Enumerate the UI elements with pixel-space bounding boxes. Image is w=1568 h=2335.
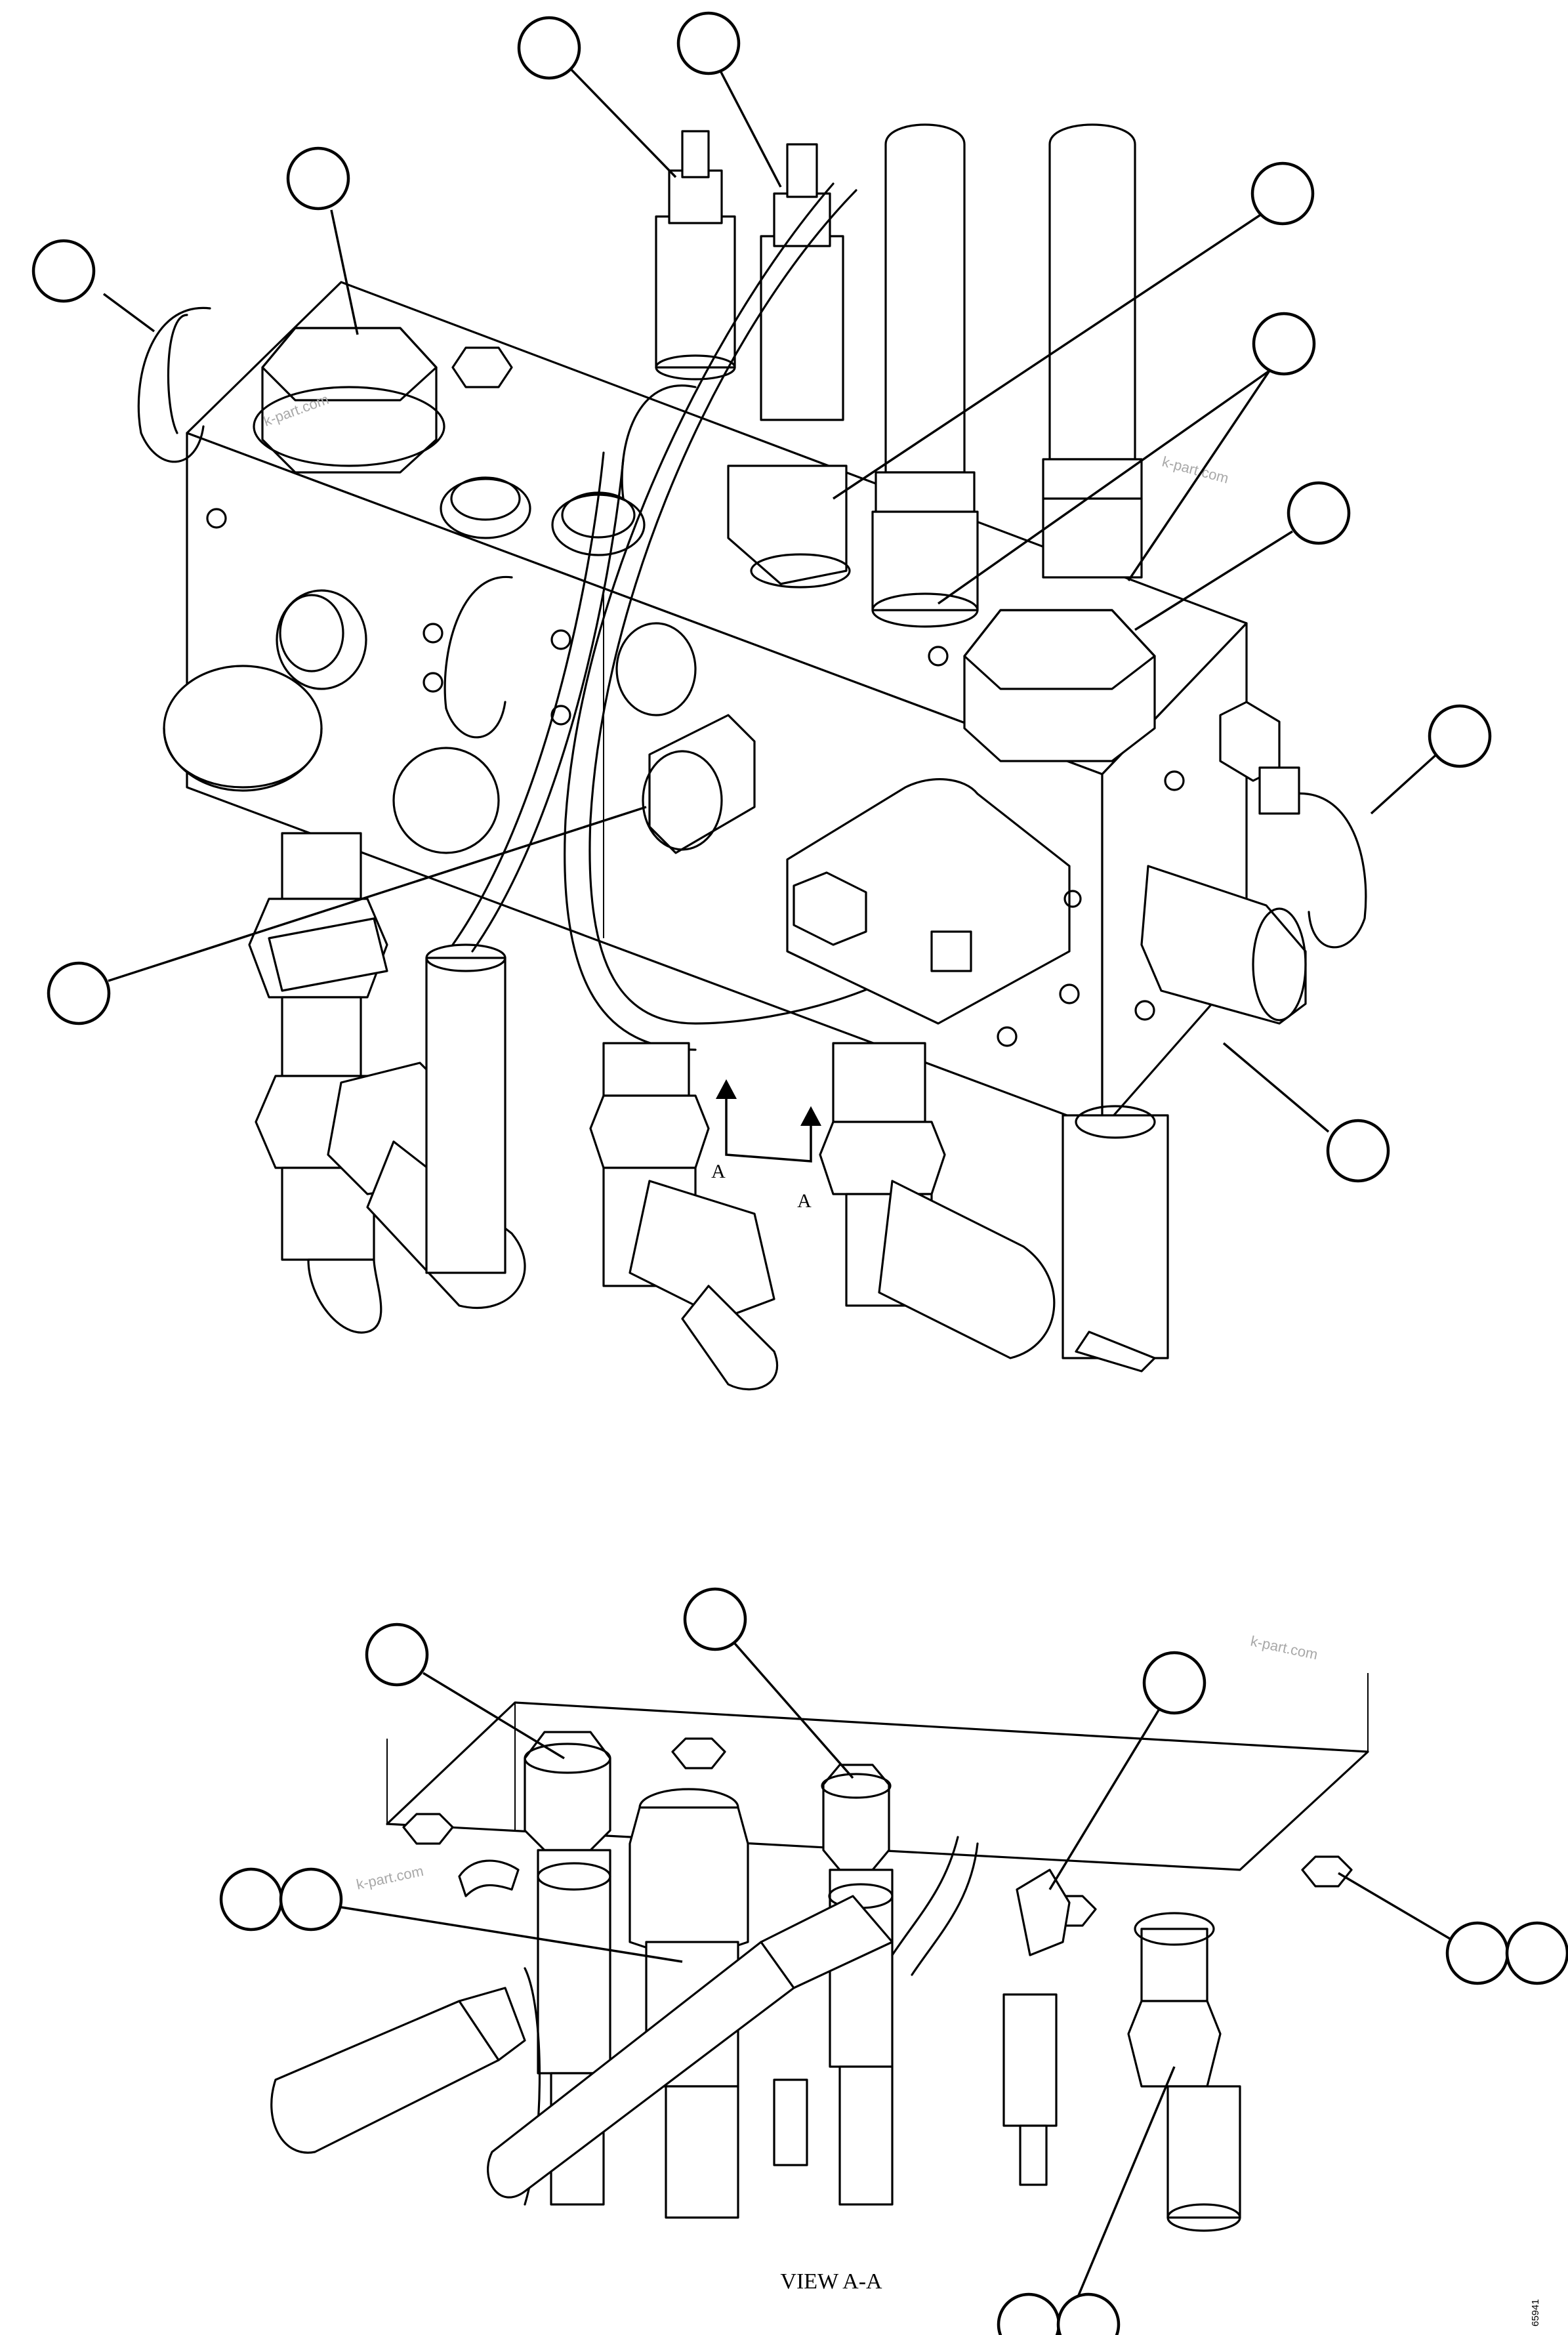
section-small-nut-2 — [671, 1737, 726, 1769]
hex-cap-left — [253, 327, 445, 474]
section-label-left: A — [711, 1161, 726, 1182]
section-tube-3 — [1002, 1869, 1071, 2186]
section-small-nut-1 — [402, 1813, 454, 1845]
callout-balloon — [47, 961, 111, 1025]
wire-harness — [588, 189, 953, 1025]
callout-balloon — [676, 11, 741, 75]
watermark-section-right: k-part.com — [1249, 1632, 1319, 1663]
loop-hanger-top — [621, 384, 697, 500]
callout-balloon — [997, 2292, 1061, 2335]
solenoid-cartridge-2 — [727, 143, 851, 589]
section-arrows — [716, 1079, 821, 1163]
lower-fitting-right — [819, 1042, 1056, 1359]
section-diagonal-hose-left — [270, 1967, 541, 2206]
loop-hanger-right — [1291, 792, 1367, 949]
lower-fitting-hose-a — [425, 943, 506, 1274]
round-cap-front — [163, 665, 323, 792]
section-small-elbow — [458, 1859, 520, 1897]
callout-balloon — [1445, 1921, 1510, 1985]
section-tube-2 — [828, 1869, 894, 2206]
callout-balloon — [1428, 704, 1492, 768]
section-label-right: A — [797, 1190, 812, 1212]
callout-balloon — [365, 1622, 429, 1687]
mounting-holes — [206, 508, 1185, 1047]
callout-balloon — [219, 1867, 283, 1932]
callout-balloon — [286, 146, 350, 211]
view-caption: VIEW A-A — [780, 2269, 882, 2294]
right-side-plug — [1140, 865, 1307, 1025]
lower-fitting-middle — [589, 1042, 779, 1391]
section-hex-fitting-1 — [524, 1731, 611, 1851]
loop-hanger-middle — [444, 575, 513, 739]
valve-assembly-main-view: A A k-part.com k-part.com — [137, 123, 1367, 1391]
hose-fitting-top-2 — [1042, 123, 1143, 579]
section-hex-fitting-2 — [821, 1764, 892, 1871]
small-plug-top-1 — [440, 476, 531, 539]
callouts-section-view — [219, 1587, 1568, 2335]
lower-fitting-far-right — [1062, 1105, 1169, 1373]
section-diagonal-hose-center — [487, 1895, 894, 2199]
section-tube-5 — [665, 2078, 808, 2219]
section-small-nut-3 — [1301, 1855, 1353, 1888]
document-number: 65941 — [1530, 2299, 1541, 2326]
small-hex-top — [451, 346, 513, 388]
callout-balloon — [1326, 1119, 1390, 1183]
callout-balloon — [1056, 2292, 1121, 2335]
plug-front-1 — [276, 589, 367, 690]
callout-balloon — [1252, 312, 1316, 376]
plug-front-2 — [392, 747, 500, 854]
loop-hanger-left — [137, 306, 211, 463]
callout-balloon — [31, 239, 96, 303]
callout-balloon — [517, 16, 581, 80]
callout-balloon — [683, 1587, 747, 1651]
elbow-fitting-left — [268, 917, 388, 992]
hose-fitting-top-1 — [871, 123, 979, 628]
watermark-section-left: k-part.com — [355, 1863, 425, 1893]
section-bent-hose — [891, 1836, 979, 1976]
solenoid-coil — [786, 778, 1071, 1025]
callout-balloon — [1250, 161, 1315, 226]
hex-cap-right — [963, 609, 1156, 762]
callouts-main-view — [31, 11, 1492, 1183]
callout-balloon — [1287, 481, 1351, 545]
valve-assembly-section-view: k-part.com k-part.com — [270, 1632, 1369, 2232]
callout-balloon — [1505, 1921, 1568, 1985]
side-fitting-right — [1258, 766, 1300, 815]
side-cartridge — [642, 714, 756, 854]
section-tube-4 — [1127, 1912, 1241, 2232]
callout-balloon — [279, 1867, 343, 1932]
callout-balloon — [1142, 1651, 1207, 1715]
plug-front-3 — [615, 622, 697, 716]
